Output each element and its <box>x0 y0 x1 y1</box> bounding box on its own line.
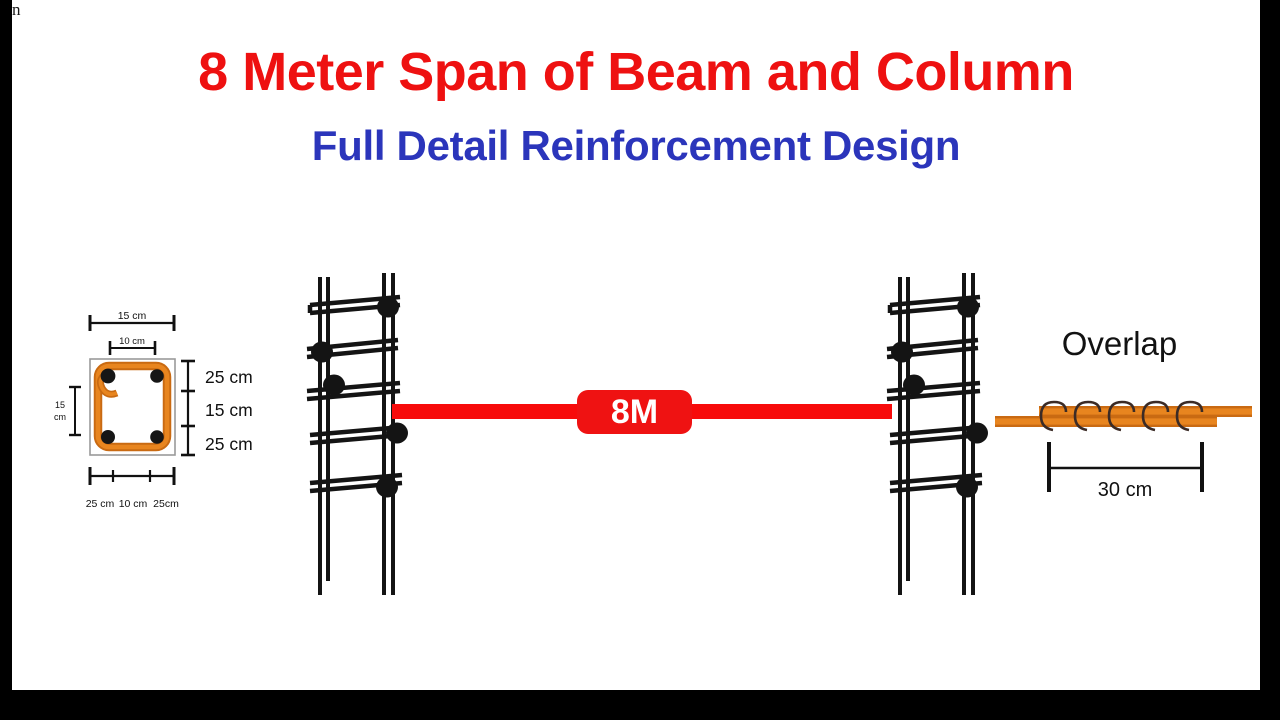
page-title: 8 Meter Span of Beam and Column <box>198 42 1074 102</box>
cross-section-left-dimension <box>69 385 81 437</box>
tie-knots <box>311 296 408 498</box>
overlap-dimension-line <box>1047 442 1204 492</box>
overlap-dimension-label: 30 cm <box>1098 479 1152 501</box>
letterbox-bar-bottom <box>0 690 1280 720</box>
dim-left-label-line1: 15 <box>55 400 65 410</box>
dim-bottom-label-mid: 10 cm <box>119 498 148 510</box>
cross-section-top-outer-dimension <box>88 315 176 331</box>
letterbox-bar-left <box>0 0 12 720</box>
cross-section-right-dimension <box>181 359 195 457</box>
right-column-cage <box>872 265 1017 600</box>
column-cross-section-diagram: 15 cm 10 cm 15 cm 25 cm 15 cm 25 cm 25 c… <box>42 295 292 530</box>
beam-span: 8M <box>392 390 892 435</box>
rebar-bars <box>100 368 164 444</box>
dim-right-label-bottom: 25 cm <box>205 434 253 454</box>
overlap-detail-diagram: Overlap <box>987 325 1252 515</box>
tie-knots <box>891 296 988 498</box>
dim-top-inner-label: 10 cm <box>119 336 145 347</box>
dim-right-label-top: 25 cm <box>205 367 253 387</box>
dim-bottom-label-right: 25cm <box>153 498 179 510</box>
dim-top-outer-label: 15 cm <box>118 310 147 322</box>
cross-section-bottom-dimension <box>88 467 176 485</box>
rebar-lower <box>995 416 1217 427</box>
dim-left-label-line2: cm <box>54 412 66 422</box>
letterbox-bar-right <box>1260 0 1280 720</box>
dim-bottom-label-left: 25 cm <box>86 498 115 510</box>
binding-wire-loops <box>1039 400 1204 432</box>
overlap-title: Overlap <box>1061 325 1178 362</box>
beam-span-badge: 8M <box>577 390 692 434</box>
stray-text-artifact: n <box>12 0 21 19</box>
left-column-cage <box>292 265 437 600</box>
video-frame: 8 Meter Span of Beam and Column Full Det… <box>12 0 1260 690</box>
dim-right-label-mid: 15 cm <box>205 400 253 420</box>
cross-section-top-inner-dimension <box>108 341 157 355</box>
page-subtitle: Full Detail Reinforcement Design <box>311 122 961 169</box>
